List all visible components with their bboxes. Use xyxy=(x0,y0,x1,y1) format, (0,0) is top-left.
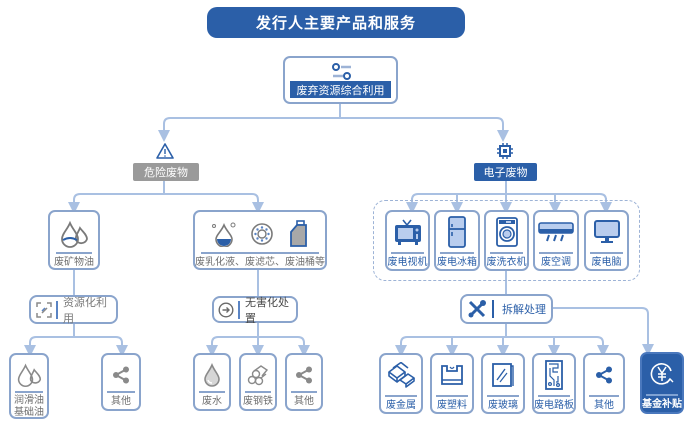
output-other[interactable]: 其他 xyxy=(101,353,141,411)
item-label: 废空调 xyxy=(541,257,571,268)
connector-to-hazardous xyxy=(158,117,340,142)
output-label-line2: 基础油 xyxy=(14,407,44,418)
output-label: 废水 xyxy=(202,396,222,407)
circuit-board-icon xyxy=(545,360,563,390)
item-waste-air-conditioner[interactable]: 废空调 xyxy=(533,210,579,271)
output-waste-metal[interactable]: 废金属 xyxy=(379,353,423,414)
oil-drops-icon xyxy=(61,220,88,248)
output-label: 废电路板 xyxy=(534,400,574,411)
process-dismantling[interactable]: 拆解处理 xyxy=(460,294,553,324)
item-label: 废电冰箱 xyxy=(437,257,477,268)
share-icon xyxy=(596,366,612,384)
sliders-icon xyxy=(332,63,351,80)
root-label: 废弃资源综合利用 xyxy=(290,81,391,98)
output-lubricant-base-oil[interactable]: 润滑油 基础油 xyxy=(9,353,49,419)
connector-p1-left xyxy=(24,336,74,357)
steel-pipes-icon xyxy=(247,365,269,386)
item-label: 废矿物油 xyxy=(54,257,94,268)
item-waste-fridge[interactable]: 废电冰箱 xyxy=(434,210,480,271)
output-label: 其他 xyxy=(111,396,131,407)
fridge-icon xyxy=(448,216,466,248)
item-label: 废电脑 xyxy=(591,257,622,268)
item-label: 废乳化液、废滤芯、废油桶等 xyxy=(195,257,325,268)
output-waste-glass[interactable]: 废玻璃 xyxy=(481,353,525,414)
output-label: 废金属 xyxy=(386,400,416,411)
process-label: 拆解处理 xyxy=(502,303,546,316)
share-icon xyxy=(296,366,312,384)
item-waste-washing-machine[interactable]: 废洗衣机 xyxy=(484,210,529,271)
category-electronic[interactable]: 电子废物 xyxy=(474,163,537,181)
arrow-circle-icon xyxy=(218,301,234,318)
connector-fund xyxy=(553,307,654,356)
process-resource-utilization[interactable]: 资源化利用 xyxy=(29,295,118,325)
oil-drops-icon xyxy=(17,363,42,388)
item-label: 废洗衣机 xyxy=(486,257,527,268)
item-label: 废电视机 xyxy=(387,257,428,268)
connector-p2-right xyxy=(258,336,310,357)
recycle-scan-icon xyxy=(35,301,52,318)
item-waste-computer[interactable]: 废电脑 xyxy=(584,210,629,271)
oil-barrel-icon xyxy=(290,220,307,247)
output-label: 废玻璃 xyxy=(488,400,518,411)
connector-p2-left xyxy=(206,336,258,357)
plastic-icon xyxy=(441,365,463,385)
output-waste-plastic[interactable]: 废塑料 xyxy=(430,353,474,414)
connector-to-electronic xyxy=(340,117,509,142)
output-label: 废钢铁 xyxy=(243,396,273,407)
warning-icon xyxy=(156,143,174,159)
category-hazardous[interactable]: 危险废物 xyxy=(133,163,199,181)
metal-ingots-icon xyxy=(388,362,415,388)
output-label-line1: 润滑油 xyxy=(14,395,44,406)
item-waste-mineral-oil[interactable]: 废矿物油 xyxy=(48,210,100,270)
fund-label: 基金补贴 xyxy=(642,399,682,410)
yen-circle-icon xyxy=(650,363,674,385)
output-waste-steel[interactable]: 废钢铁 xyxy=(239,353,277,411)
root-node[interactable]: 废弃资源综合利用 xyxy=(283,56,398,104)
washing-machine-icon xyxy=(495,217,518,247)
process-label: 无害化处置 xyxy=(244,295,289,325)
output-other[interactable]: 其他 xyxy=(583,353,625,414)
connector-hazardous-left xyxy=(68,193,164,214)
chip-icon xyxy=(497,143,513,159)
tools-icon xyxy=(468,300,486,318)
process-label: 资源化利用 xyxy=(62,295,107,325)
output-label: 其他 xyxy=(294,396,314,407)
fund-subsidy[interactable]: 基金补贴 xyxy=(640,352,684,414)
connector-hazardous-right xyxy=(164,193,264,214)
monitor-icon xyxy=(593,220,620,243)
output-other[interactable]: 其他 xyxy=(285,353,323,411)
page-title: 发行人主要产品和服务 xyxy=(207,7,465,38)
item-waste-tv[interactable]: 废电视机 xyxy=(385,210,430,271)
tv-icon xyxy=(394,219,421,245)
output-label: 废塑料 xyxy=(437,400,467,411)
emulsion-drop-icon xyxy=(212,222,236,247)
output-waste-water[interactable]: 废水 xyxy=(193,353,231,411)
glass-icon xyxy=(492,363,514,387)
air-conditioner-icon xyxy=(538,222,574,242)
electronic-items-group xyxy=(373,200,640,281)
water-drop-icon xyxy=(204,363,220,387)
output-label: 其他 xyxy=(594,400,614,411)
filter-icon xyxy=(251,223,273,245)
share-icon xyxy=(113,366,129,384)
process-harmless-disposal[interactable]: 无害化处置 xyxy=(212,295,298,325)
connector-p1-right xyxy=(74,336,128,357)
item-emulsion-filter-barrel[interactable]: 废乳化液、废滤芯、废油桶等 xyxy=(193,210,327,270)
connector-electronic-bar xyxy=(411,193,607,208)
output-waste-circuit-board[interactable]: 废电路板 xyxy=(532,353,576,414)
